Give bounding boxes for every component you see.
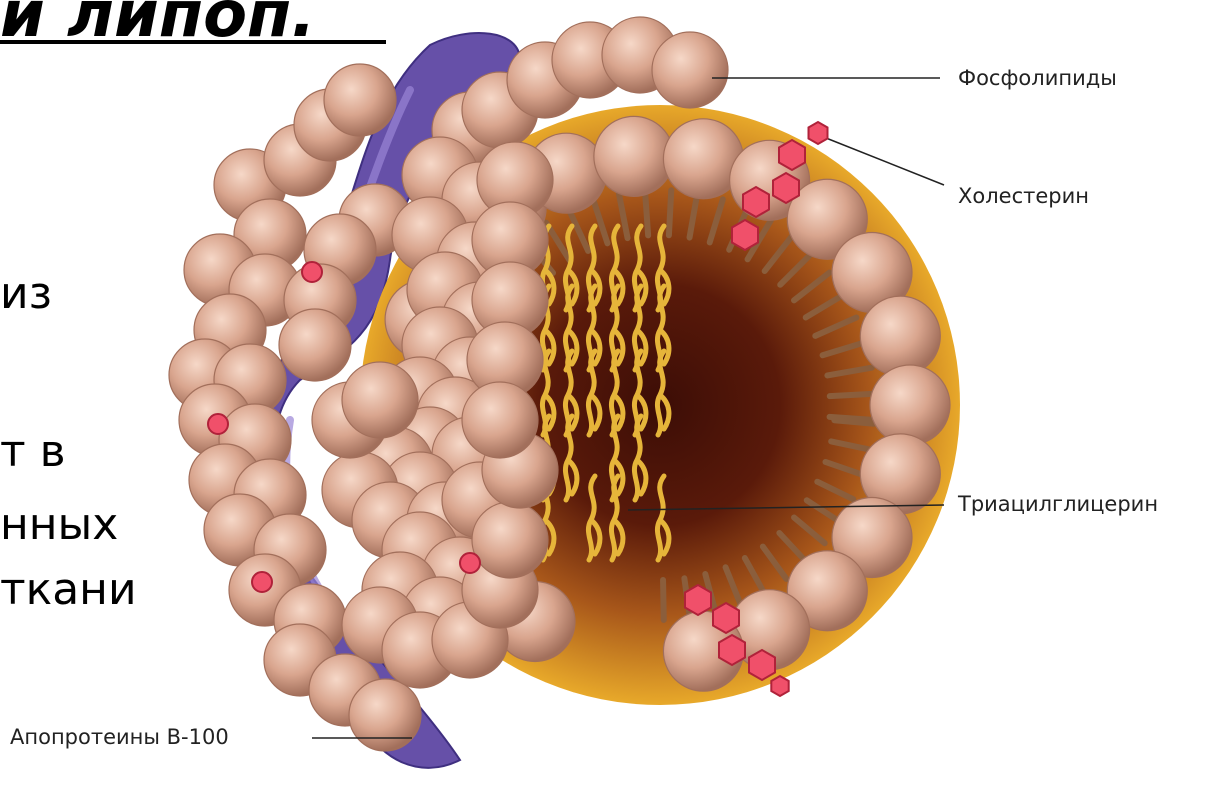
label-phospholipids: Фосфолипиды <box>958 66 1117 90</box>
cholesterol-ring <box>719 635 745 665</box>
fatty-acid-tail <box>669 190 671 235</box>
phospholipid-head <box>594 116 674 196</box>
phospholipid-head <box>870 365 950 445</box>
cholesterol-molecule <box>460 553 480 573</box>
phospholipid-head <box>652 32 728 108</box>
cholesterol-ring <box>779 140 805 170</box>
fatty-acid-tail <box>663 580 664 620</box>
cholesterol-ring <box>749 650 775 680</box>
phospholipid-head <box>324 64 396 136</box>
cholesterol-molecule <box>208 414 228 434</box>
label-cholesterol: Холестерин <box>958 184 1089 208</box>
phospholipid-head <box>349 679 421 751</box>
cholesterol-ring <box>809 122 828 144</box>
cholesterol-ring <box>685 585 711 615</box>
phospholipid-head <box>342 362 418 438</box>
cholesterol-molecule <box>302 262 322 282</box>
fatty-acid-tail <box>830 394 875 396</box>
cholesterol-ring <box>773 173 799 203</box>
cholesterol-ring <box>732 220 758 250</box>
label-apoprotein: Апопротеины В-100 <box>10 725 229 749</box>
label-triacylglycerol: Триацилглицерин <box>958 492 1158 516</box>
fatty-acid-tail <box>645 191 648 236</box>
phospholipid-head <box>860 296 940 376</box>
phospholipid-head <box>462 382 538 458</box>
cholesterol-ring <box>713 603 739 633</box>
fatty-acid-tail <box>834 420 874 423</box>
phospholipid-head <box>472 502 548 578</box>
cholesterol-molecule <box>252 572 272 592</box>
cholesterol-ring <box>771 676 788 696</box>
phospholipid-head <box>279 309 351 381</box>
cholesterol-ring <box>743 187 769 217</box>
